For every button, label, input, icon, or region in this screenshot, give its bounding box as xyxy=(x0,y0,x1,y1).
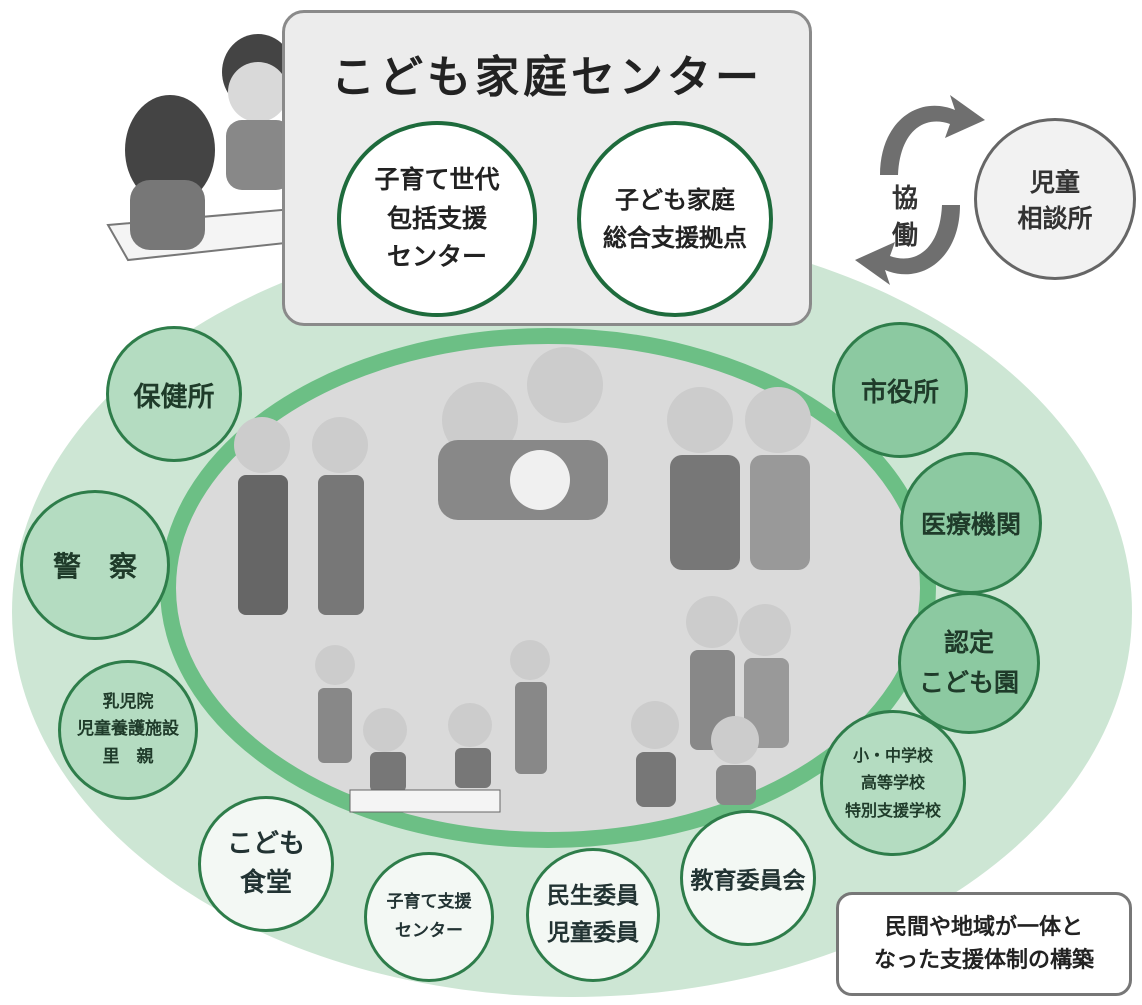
jido-sodanjo-circle: 児童 相談所 xyxy=(974,118,1136,280)
circle-line: 総合支援拠点 xyxy=(603,224,747,252)
family-illustration xyxy=(667,387,811,570)
circle-line: 児童 xyxy=(1029,168,1080,197)
circle-line: 児童養護施設 xyxy=(77,719,179,740)
caption-line: なった支援体制の構築 xyxy=(873,948,1094,973)
nyujiin-circle: 乳児院 児童養護施設 里 親 xyxy=(58,660,198,800)
circle-line: 小・中学校 xyxy=(852,746,933,766)
circle-line: 包括支援 xyxy=(386,203,487,233)
circle-line: 子ども家庭 xyxy=(615,185,735,214)
nintei-kodomoen-circle: 認定 こども園 xyxy=(898,592,1040,734)
shiyakusho-circle: 市役所 xyxy=(832,322,968,458)
circle-line: 児童委員 xyxy=(547,920,639,946)
caption-line: 民間や地域が一体と xyxy=(884,915,1083,940)
circle-line: 相談所 xyxy=(1017,204,1093,233)
circle-line: センター xyxy=(386,242,487,272)
circle-line: 子育て世代 xyxy=(374,164,500,194)
students-illustration xyxy=(234,417,368,615)
circle-label: 市役所 xyxy=(860,377,939,408)
minsei-iin-circle: 民生委員 児童委員 xyxy=(526,848,660,982)
circle-line: こども xyxy=(226,829,305,859)
circle-line: 高等学校 xyxy=(860,773,925,793)
iryo-kikan-circle: 医療機関 xyxy=(900,452,1042,594)
collaboration-arrows xyxy=(855,95,985,285)
circle-line: センター xyxy=(395,921,463,941)
circle-line: 子育て支援 xyxy=(386,892,472,913)
kosodate-shien-circle: 子育て支援 センター xyxy=(364,852,494,982)
schools-circle: 小・中学校 高等学校 特別支援学校 xyxy=(820,710,966,856)
circle-label: 警 察 xyxy=(52,550,137,583)
circle-line: 食堂 xyxy=(239,868,292,898)
circle-line: 認定 xyxy=(943,628,994,657)
consultation-illustration xyxy=(106,34,335,262)
kodomo-shokudo-circle: こども 食堂 xyxy=(198,796,334,932)
circle-line: 民生委員 xyxy=(547,883,639,910)
school-crossing-illustration xyxy=(315,640,550,813)
caption-box: 民間や地域が一体と なった支援体制の構築 xyxy=(836,892,1132,996)
circle-label: 保健所 xyxy=(133,381,215,413)
hokenjo-circle: 保健所 xyxy=(106,326,242,462)
circle-line: 乳児院 xyxy=(102,692,154,713)
kosodate-sedai-circle: 子育て世代 包括支援 センター xyxy=(337,121,537,317)
circle-line: こども園 xyxy=(918,668,1019,697)
center-title: こども家庭センター xyxy=(331,52,763,103)
circle-line: 特別支援学校 xyxy=(844,800,941,820)
kodomo-katei-sogo-circle: 子ども家庭 総合支援拠点 xyxy=(577,121,773,317)
kyoiku-iinkai-circle: 教育委員会 xyxy=(680,810,816,946)
collaboration-label: 協 働 xyxy=(891,184,938,251)
kodomo-katei-center-box: こども家庭センター 子育て世代 包括支援 センター 子ども家庭 総合支援拠点 xyxy=(282,10,812,326)
kids-illustration xyxy=(631,596,791,807)
circle-line: 里 親 xyxy=(102,746,154,767)
circle-label: 教育委員会 xyxy=(690,868,806,894)
keisatsu-circle: 警 察 xyxy=(20,490,170,640)
parents-baby-illustration xyxy=(438,347,608,520)
circle-label: 医療機関 xyxy=(920,510,1021,539)
